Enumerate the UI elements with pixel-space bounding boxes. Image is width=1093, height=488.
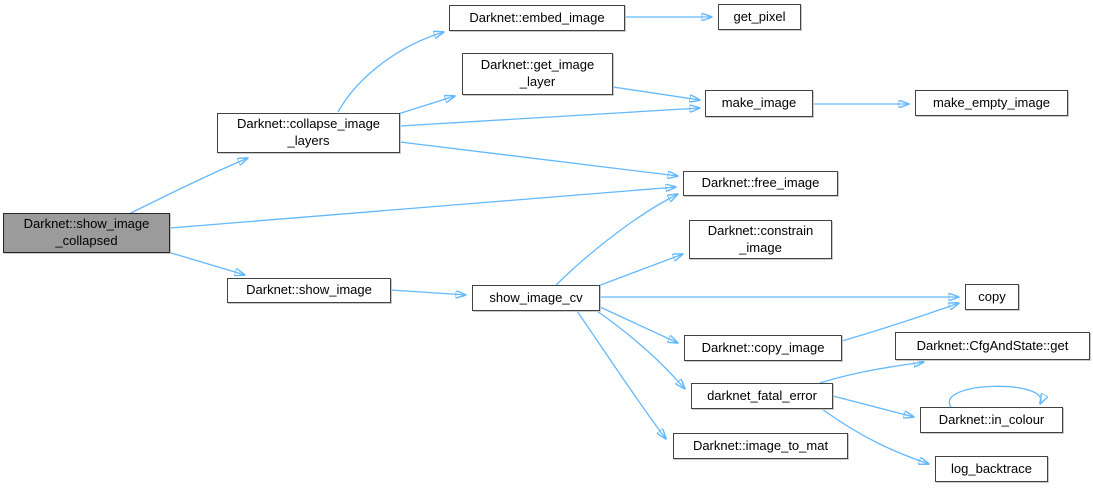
edge-show-image-cv-to-copy-image (599, 306, 678, 343)
edge-show-image-cv-to-darknet-fatal-error (596, 310, 685, 389)
node-image-to-mat[interactable]: Darknet::image_to_mat (673, 433, 848, 459)
node-make-empty-image[interactable]: make_empty_image (915, 90, 1068, 116)
edge-collapse-image-layers-to-free-image (399, 141, 678, 176)
edge-show-image-cv-to-image-to-mat (576, 310, 666, 439)
node-in-colour[interactable]: Darknet::in_colour (920, 407, 1063, 433)
edge-show-image-collapsed-to-collapse-image-layers (128, 158, 248, 215)
node-label: make_image (721, 95, 797, 111)
edge-show-image-cv-to-constrain-image (597, 254, 683, 287)
edge-collapse-image-layers-to-make-image (399, 108, 700, 127)
edge-in-colour-self-loop (948, 385, 1041, 408)
node-get-image-layer[interactable]: Darknet::get_image _layer (462, 53, 613, 95)
edge-darknet-fatal-error-to-cfg-and-state-get (819, 362, 924, 384)
node-show-image[interactable]: Darknet::show_image (227, 278, 391, 303)
node-free-image[interactable]: Darknet::free_image (683, 171, 838, 196)
edge-show-image-cv-to-free-image (555, 194, 678, 286)
node-label: Darknet::in_colour (938, 411, 1045, 427)
node-label: Darknet::show_image (246, 282, 372, 298)
node-label: Darknet::get_image _layer (480, 57, 595, 89)
node-darknet-fatal-error[interactable]: darknet_fatal_error (691, 383, 833, 409)
node-label: Darknet::image_to_mat (692, 437, 829, 453)
node-label: Darknet::embed_image (469, 9, 605, 25)
node-label: log_backtrace (951, 460, 1032, 476)
node-log-backtrace[interactable]: log_backtrace (935, 456, 1048, 482)
edge-show-image-collapsed-to-show-image (167, 251, 245, 275)
node-label: Darknet::collapse_image _layers (236, 116, 381, 148)
node-copy-image[interactable]: Darknet::copy_image (684, 335, 842, 361)
edge-collapse-image-layers-to-get-image-layer (397, 96, 455, 115)
edge-collapse-image-layers-to-embed-image (337, 32, 444, 113)
node-label: make_empty_image (932, 94, 1051, 110)
node-label: Darknet::free_image (701, 175, 820, 191)
node-collapse-image-layers[interactable]: Darknet::collapse_image _layers (217, 113, 400, 153)
node-embed-image[interactable]: Darknet::embed_image (449, 5, 625, 31)
edge-get-image-layer-to-make-image (612, 86, 700, 100)
node-label: show_image_cv (489, 289, 583, 305)
node-label: Darknet::show_image _collapsed (23, 216, 150, 248)
node-cfg-and-state-get[interactable]: Darknet::CfgAndState::get (895, 332, 1090, 360)
node-label: Darknet::copy_image (701, 339, 825, 355)
node-make-image[interactable]: make_image (705, 90, 813, 117)
node-label: get_pixel (733, 8, 786, 24)
node-copy[interactable]: copy (965, 284, 1019, 310)
node-label: Darknet::CfgAndState::get (916, 337, 1069, 353)
node-label: Darknet::constrain _image (707, 222, 814, 255)
edge-copy-image-to-copy (841, 303, 959, 342)
node-constrain-image[interactable]: Darknet::constrain _image (689, 220, 832, 259)
edge-show-image-to-show-image-cv (390, 289, 466, 295)
edge-darknet-fatal-error-to-log-backtrace (821, 408, 929, 464)
node-label: copy (978, 288, 1006, 304)
node-show-image-cv[interactable]: show_image_cv (472, 285, 600, 311)
node-get-pixel[interactable]: get_pixel (718, 4, 801, 30)
node-label: darknet_fatal_error (707, 387, 817, 403)
edge-darknet-fatal-error-to-in-colour (832, 395, 914, 417)
edge-show-image-collapsed-to-free-image (169, 187, 676, 229)
node-show-image-collapsed[interactable]: Darknet::show_image _collapsed (3, 213, 170, 253)
